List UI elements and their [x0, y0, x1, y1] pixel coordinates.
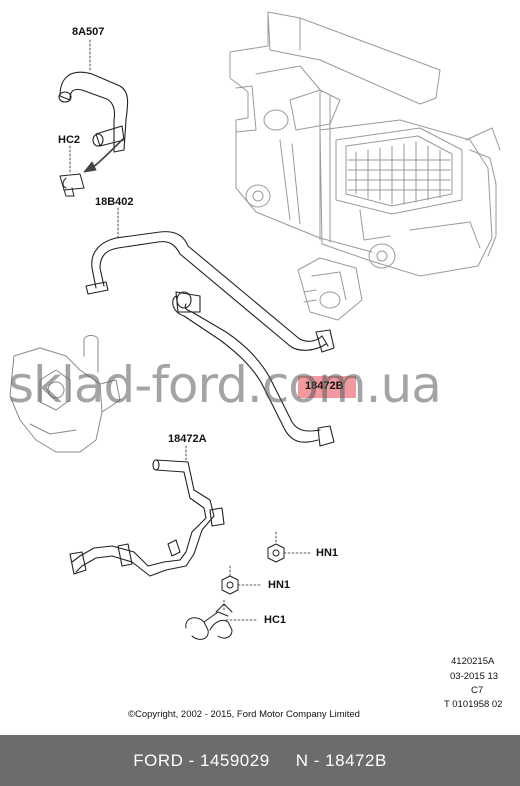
- diagram-code: 4120215A: [451, 656, 495, 667]
- hvac-housing: [229, 11, 501, 321]
- leader-lines: [69, 39, 311, 621]
- callout-18b402: 18B402: [95, 196, 134, 208]
- hose-18472b: [172, 291, 335, 447]
- callout-18472b: 18472B: [305, 380, 344, 392]
- callout-highlight: [298, 376, 356, 398]
- copyright-text: ©Copyright, 2002 - 2015, Ford Motor Comp…: [128, 709, 360, 720]
- callout-hc1: HC1: [264, 614, 287, 626]
- hose-18b402: [85, 231, 335, 353]
- part-number-text: FORD - 1459029 N - 18472B: [133, 751, 387, 770]
- water-pump: [9, 335, 121, 453]
- callout-hn1-top: HN1: [316, 547, 339, 559]
- watermark-text: sklad-ford.com.ua: [8, 356, 442, 414]
- clip-hc1: [185, 603, 233, 640]
- diagram-date: 03-2015 13: [450, 671, 499, 682]
- footer-bar: FORD - 1459029 N - 18472B: [0, 735, 520, 786]
- diagram-ref: T 0101958 02: [444, 699, 503, 710]
- callout-hn1-bottom: HN1: [268, 579, 291, 591]
- diagram-section: C7: [471, 685, 484, 696]
- hose-8a507: [58, 71, 129, 153]
- parts-diagram: [9, 11, 501, 640]
- callout-18472a: 18472A: [168, 433, 207, 445]
- callout-hc2: HC2: [58, 134, 81, 146]
- nut-hn1-top: [267, 543, 285, 563]
- clip-hc2: [59, 173, 85, 197]
- callout-8a507: 8A507: [72, 26, 105, 38]
- nut-hn1-bottom: [221, 575, 239, 595]
- pipe-18472a: [69, 459, 225, 577]
